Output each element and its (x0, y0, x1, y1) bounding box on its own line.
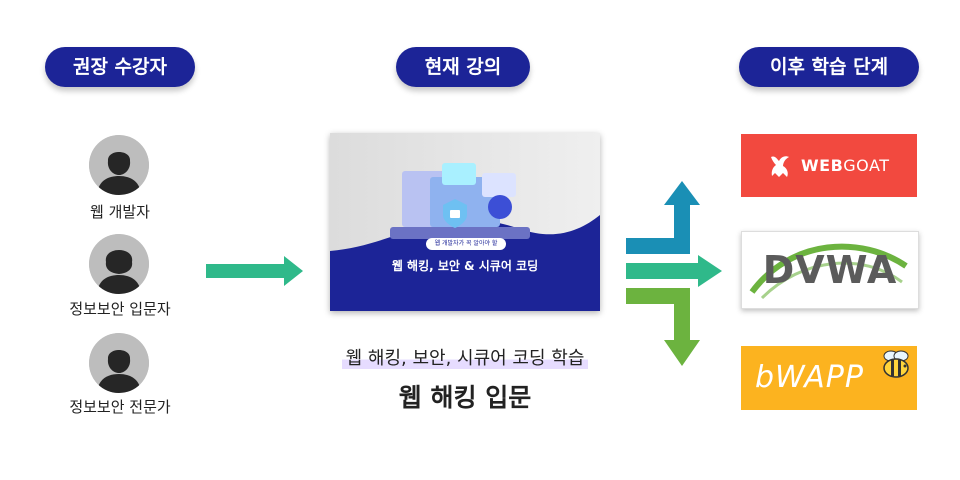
course-title: 웹 해킹 입문 (398, 383, 532, 412)
person-icon (89, 234, 149, 294)
course-thumbnail-art (330, 133, 600, 311)
audience-label-web-developer: 웹 개발자 (90, 203, 150, 221)
goat-icon (771, 156, 789, 177)
bee-icon (883, 350, 909, 378)
next-steps-header: 이후 학습 단계 (739, 47, 919, 87)
course-subtitle: 웹 해킹, 보안, 시큐어 코딩 학습 (300, 344, 630, 370)
arrow-branch-center (626, 255, 722, 287)
dvwa-swoosh (749, 243, 908, 300)
current-course-header: 현재 강의 (396, 47, 530, 87)
bwapp-card[interactable]: bWAPP (741, 346, 917, 410)
audience-header: 권장 수강자 (45, 47, 195, 87)
arrow-branch-down (626, 288, 700, 366)
dvwa-card[interactable]: DVWA (741, 231, 919, 309)
arrow-to-course (206, 256, 303, 286)
course-thumbnail-title: 웹 해킹, 보안 & 시큐어 코딩 (391, 259, 539, 273)
dvwa-logo-text: DVWA (762, 248, 898, 292)
webgoat-card[interactable]: WEBGOAT (741, 134, 917, 197)
lock-icon (450, 210, 460, 218)
course-thumbnail[interactable]: 웹 개발자가 꼭 알아야 할 웹 해킹, 보안 & 시큐어 코딩 (330, 133, 600, 311)
person-icon (89, 333, 149, 393)
bwapp-logo-text: bWAPP (755, 360, 864, 395)
arrow-branch-up (626, 181, 700, 254)
webgoat-logo-text: WEBGOAT (801, 156, 890, 175)
audience-label-security-expert: 정보보안 전문가 (69, 398, 171, 416)
course-thumbnail-tag: 웹 개발자가 꼭 알아야 할 (426, 238, 506, 250)
person-icon (89, 135, 149, 195)
audience-label-security-beginner: 정보보안 입문자 (69, 300, 171, 318)
